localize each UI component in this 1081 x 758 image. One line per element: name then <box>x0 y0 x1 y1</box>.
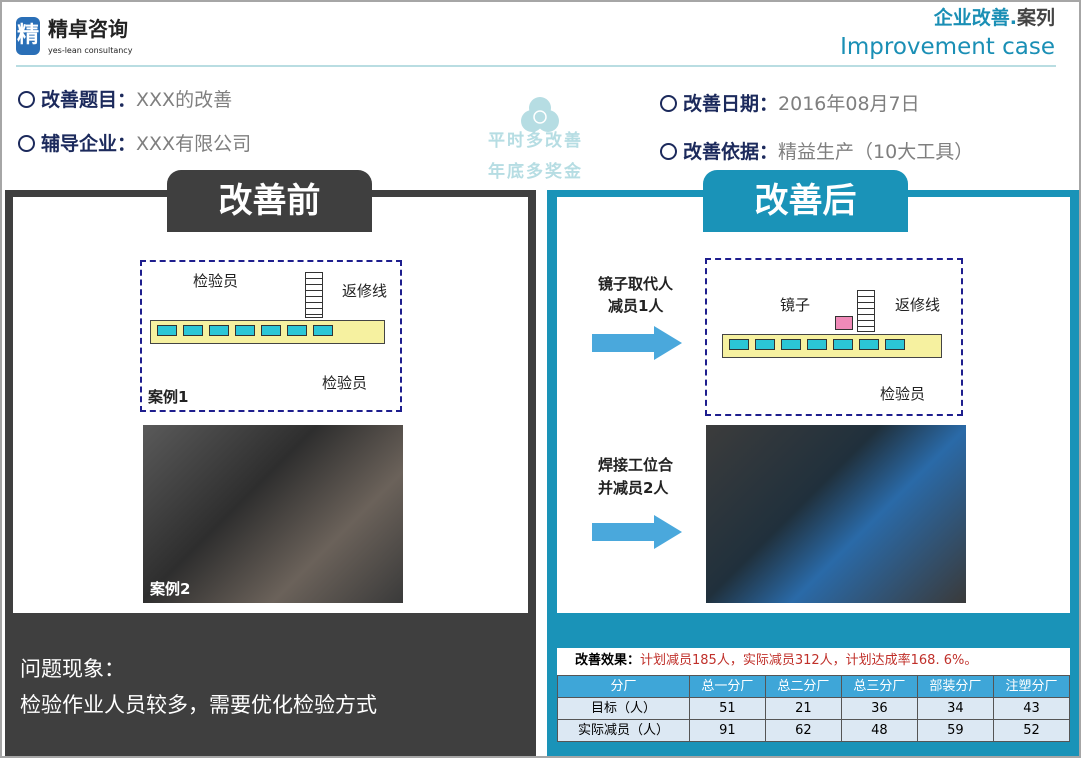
table-cell: 48 <box>840 719 918 742</box>
topic-label: 改善题目： <box>41 89 137 111</box>
table-cell: 36 <box>840 697 918 720</box>
watermark-line2: 年底多奖金 <box>488 162 583 182</box>
mirror-icon <box>835 316 853 330</box>
note-mirror-line1: 镜子取代人 <box>598 275 674 293</box>
mirror-label: 镜子 <box>780 296 811 314</box>
before-diagram <box>140 260 402 412</box>
case2-label: 案例2 <box>150 580 191 598</box>
watermark-logo-icon <box>521 97 559 132</box>
company-name-en: yes-lean consultancy <box>48 46 133 55</box>
welding-photo <box>706 425 966 603</box>
case-title-b: 案列 <box>1016 7 1055 29</box>
date-label: 改善日期： <box>683 93 779 115</box>
topic-value: XXX的改善 <box>136 89 233 111</box>
table-cell: 59 <box>916 719 994 742</box>
table-cell: 51 <box>688 697 766 720</box>
table-cell: 目标（人） <box>557 697 690 720</box>
arrow-right-icon <box>592 326 682 360</box>
company-label: 辅导企业： <box>41 133 137 155</box>
date-row: 改善日期：2016年08月7日 <box>660 92 920 116</box>
before-tab: 改善前 <box>167 170 372 232</box>
table-header: 总二分厂 <box>764 675 842 698</box>
effect-label: 改善效果： <box>575 653 641 668</box>
rework-line-label: 返修线 <box>342 282 388 300</box>
table-header-row: 分厂总一分厂总二分厂总三分厂部装分厂注塑分厂 <box>557 675 1071 698</box>
problem-text: 检验作业人员较多，需要优化检验方式 <box>20 693 377 717</box>
case-title-en: Improvement case <box>840 34 1055 60</box>
arrow-right-icon <box>592 515 682 549</box>
table-cell: 62 <box>764 719 842 742</box>
header-divider <box>16 65 1056 67</box>
table-header: 分厂 <box>557 675 690 698</box>
problem-title: 问题现象： <box>20 657 125 681</box>
table-header: 注塑分厂 <box>992 675 1071 698</box>
company-name: 精卓咨询 <box>48 17 128 41</box>
rework-rack <box>305 272 323 318</box>
after-tab: 改善后 <box>703 170 908 232</box>
note-welding-line1: 焊接工位合 <box>598 456 674 474</box>
table-header: 总一分厂 <box>688 675 766 698</box>
table-cell: 实际减员（人） <box>557 719 690 742</box>
circle-bullet-icon <box>18 91 35 108</box>
company-row: 辅导企业：XXX有限公司 <box>18 132 251 156</box>
table-cell: 43 <box>992 697 1071 720</box>
inspector-label: 检验员 <box>193 272 239 290</box>
inspector-label: 检验员 <box>322 374 368 392</box>
basis-row: 改善依据：精益生产（10大工具） <box>660 140 973 164</box>
after-diagram <box>705 258 963 416</box>
case1-label: 案例1 <box>148 388 189 406</box>
topic-row: 改善题目：XXX的改善 <box>18 88 232 112</box>
circle-bullet-icon <box>18 135 35 152</box>
table-cell: 34 <box>916 697 994 720</box>
case-title-cn: 企业改善.案列 <box>934 6 1055 30</box>
case-title-a: 企业改善. <box>933 7 1017 29</box>
basis-label: 改善依据： <box>683 141 779 163</box>
table-cell: 52 <box>992 719 1071 742</box>
note-mirror-line2: 减员1人 <box>608 297 664 315</box>
conveyor-belt <box>150 320 385 344</box>
rework-rack <box>857 290 875 332</box>
table-cell: 21 <box>764 697 842 720</box>
circle-bullet-icon <box>660 143 677 160</box>
watermark-line1: 平时多改善 <box>488 131 583 151</box>
effect-summary: 改善效果：计划减员185人，实际减员312人，计划达成率168. 6%。 <box>557 648 1070 675</box>
note-welding-line2: 并减员2人 <box>598 479 669 497</box>
effect-text: 计划减员185人，实际减员312人，计划达成率168. 6%。 <box>640 653 978 668</box>
date-value: 2016年08月7日 <box>778 93 920 115</box>
case2-photo <box>143 425 403 603</box>
conveyor-belt <box>722 334 942 358</box>
company-value: XXX有限公司 <box>136 133 252 155</box>
basis-value: 精益生产（10大工具） <box>778 141 974 163</box>
inspector-label: 检验员 <box>880 385 926 403</box>
circle-bullet-icon <box>660 95 677 112</box>
table-header: 部装分厂 <box>916 675 994 698</box>
rework-line-label: 返修线 <box>895 296 941 314</box>
table-cell: 91 <box>688 719 766 742</box>
table-header: 总三分厂 <box>840 675 918 698</box>
logo-icon: 精 <box>16 17 40 55</box>
